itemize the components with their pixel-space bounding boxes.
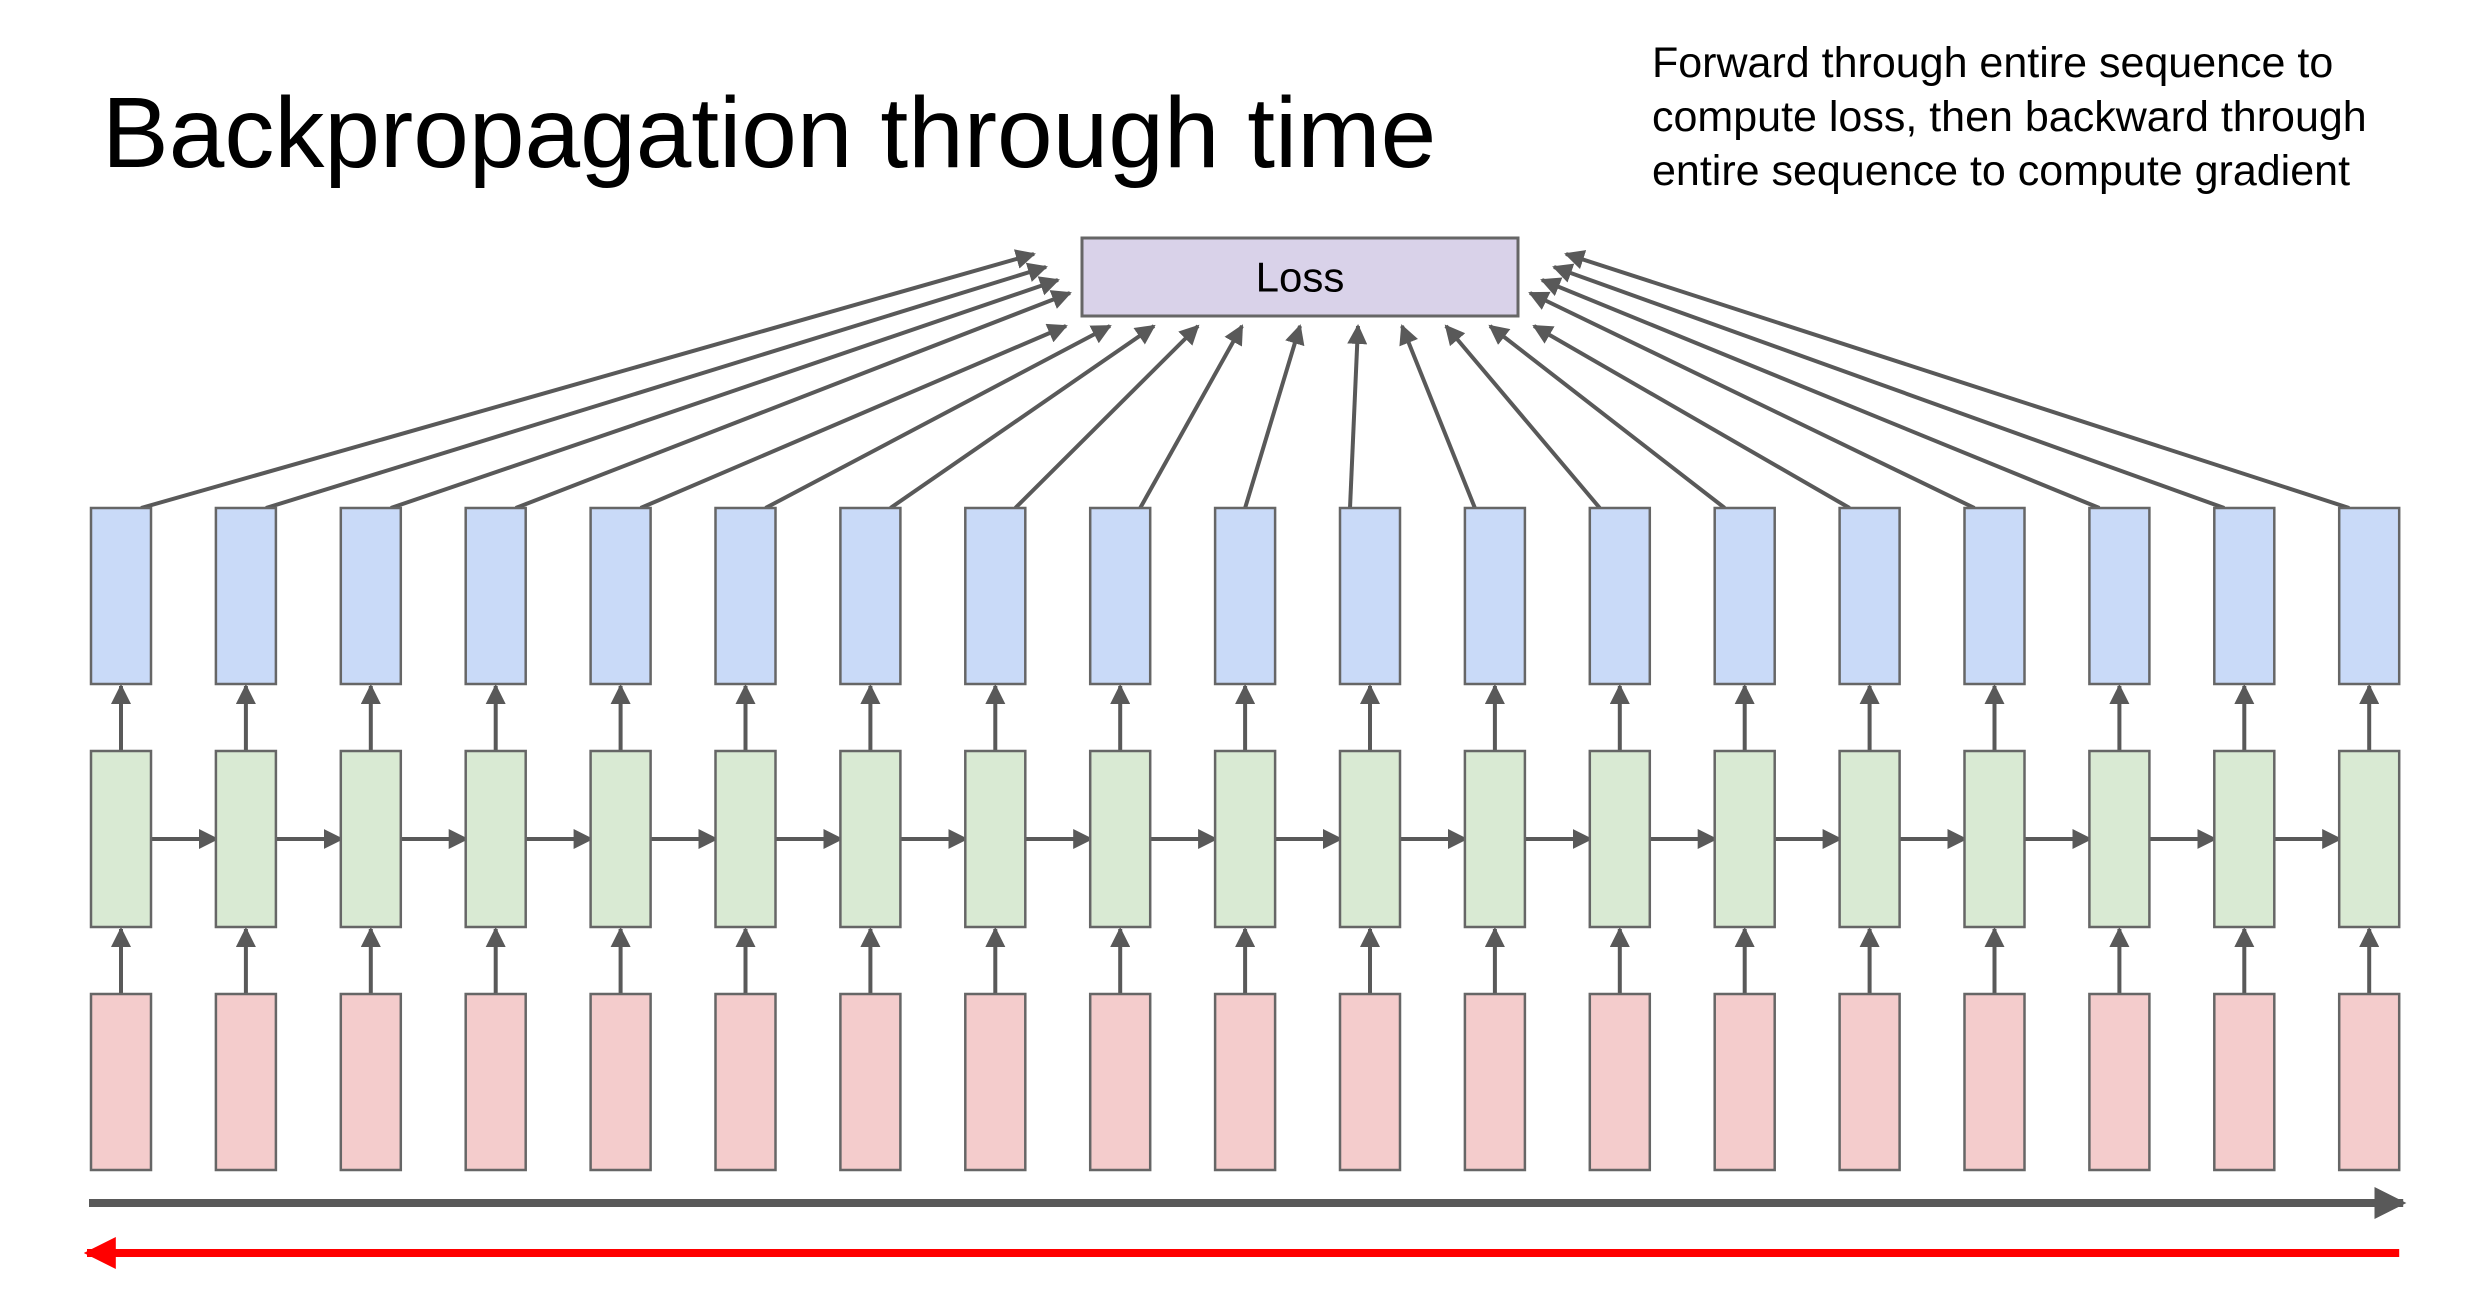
output-cell <box>1838 506 1901 686</box>
output-cell <box>1963 506 2026 686</box>
hidden-cell <box>839 749 902 929</box>
output-cell <box>214 506 278 686</box>
output-to-loss-arrow <box>1540 277 2101 510</box>
output-cell <box>839 506 902 686</box>
input-cell <box>714 992 777 1172</box>
hidden-cell <box>2337 749 2401 929</box>
output-cell <box>1463 506 1527 686</box>
hidden-cell <box>1588 749 1652 929</box>
input-cell <box>339 992 403 1172</box>
loss-box <box>1080 236 1520 318</box>
input-cell <box>1213 992 1277 1172</box>
output-cell <box>2088 506 2151 686</box>
hidden-cell <box>1088 749 1152 929</box>
hidden-cell <box>1463 749 1527 929</box>
output-to-loss-arrow <box>639 323 1068 510</box>
output-to-loss-arrow <box>1013 324 1200 510</box>
input-cell <box>89 992 153 1172</box>
note-line: compute loss, then backward through <box>1652 93 2367 141</box>
input-cell <box>464 992 527 1172</box>
output-cell <box>1338 506 1402 686</box>
hidden-cell <box>1213 749 1277 929</box>
output-cell <box>2337 506 2401 686</box>
hidden-cell <box>1838 749 1901 929</box>
input-cell <box>1338 992 1402 1172</box>
output-cell <box>1088 506 1152 686</box>
output-cell <box>1713 506 1776 686</box>
hidden-cell <box>2213 749 2276 929</box>
output-cell <box>339 506 403 686</box>
output-to-loss-arrow <box>140 249 1036 510</box>
output-to-loss-arrow <box>390 276 1060 510</box>
output-to-loss-arrow <box>1552 263 2225 510</box>
input-cell <box>214 992 278 1172</box>
input-cell <box>964 992 1027 1172</box>
output-to-loss-arrow <box>764 324 1112 510</box>
output-cell <box>589 506 652 686</box>
input-cell <box>2337 992 2401 1172</box>
hidden-cell <box>214 749 278 929</box>
input-cell <box>1088 992 1152 1172</box>
output-cell <box>89 506 153 686</box>
output-to-loss-arrow <box>889 324 1156 510</box>
loss-node: Loss <box>1080 236 1520 318</box>
output-to-loss-arrow <box>1488 324 1726 510</box>
output-cell <box>464 506 527 686</box>
output-cell <box>1213 506 1277 686</box>
loss-label: Loss <box>1256 254 1345 301</box>
page-title: Backpropagation through time <box>102 77 1437 189</box>
input-cell <box>1463 992 1527 1172</box>
hidden-cell <box>2088 749 2151 929</box>
output-to-loss-arrow <box>1399 324 1477 509</box>
output-cell <box>1588 506 1652 686</box>
hidden-cell <box>464 749 527 929</box>
input-cell <box>589 992 652 1172</box>
output-to-loss-arrow <box>1347 324 1368 509</box>
output-cell <box>2213 506 2276 686</box>
output-to-loss-arrow <box>265 262 1048 510</box>
input-cell <box>839 992 902 1172</box>
output-to-loss-arrow <box>1532 324 1851 510</box>
hidden-cell <box>1963 749 2026 929</box>
hidden-cell <box>1338 749 1402 929</box>
output-to-loss-arrow <box>1564 250 2350 510</box>
output-cell <box>964 506 1027 686</box>
output-cell <box>714 506 777 686</box>
input-cell <box>1588 992 1652 1172</box>
description-note: Forward through entire sequence to compu… <box>1652 36 2452 198</box>
time-direction-arrows <box>83 1187 2407 1269</box>
hidden-cell <box>89 749 153 929</box>
input-cell <box>2088 992 2151 1172</box>
output-to-loss-arrow <box>1444 324 1602 510</box>
hidden-cell <box>964 749 1027 929</box>
connection-arrows <box>111 249 2380 994</box>
input-cell <box>1963 992 2026 1172</box>
rnn-cells <box>89 506 2401 1172</box>
output-to-loss-arrow <box>1528 291 1976 510</box>
output-to-loss-arrow <box>1243 324 1305 509</box>
input-cell <box>1838 992 1901 1172</box>
hidden-cell <box>589 749 652 929</box>
note-line: Forward through entire sequence to <box>1652 39 2334 87</box>
input-cell <box>2213 992 2276 1172</box>
hidden-cell <box>339 749 403 929</box>
note-line: entire sequence to compute gradient <box>1652 147 2351 195</box>
input-cell <box>1713 992 1776 1172</box>
output-to-loss-arrow <box>514 290 1072 510</box>
output-to-loss-arrow <box>1138 324 1244 509</box>
hidden-cell <box>714 749 777 929</box>
hidden-cell <box>1713 749 1776 929</box>
